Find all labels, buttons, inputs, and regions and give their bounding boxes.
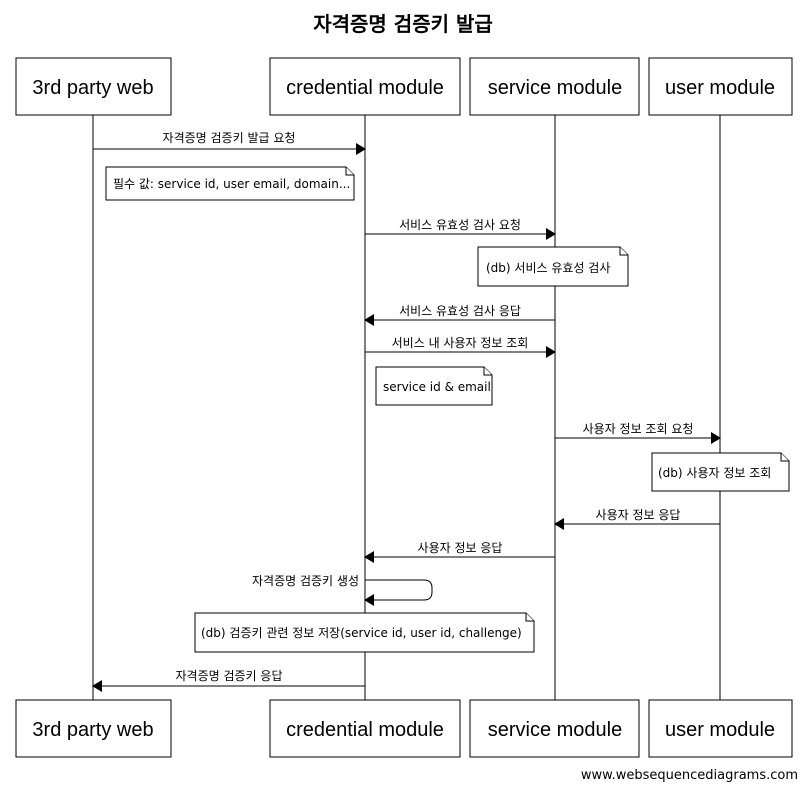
participant-label: credential module — [286, 719, 444, 741]
participant-label: service module — [488, 719, 623, 741]
note-service-id-email: service id & email — [375, 366, 493, 406]
message-user-info-request: 사용자 정보 조회 요청 — [555, 422, 721, 444]
note-text: (db) 사용자 정보 조회 — [658, 466, 771, 480]
note-db-user-lookup: (db) 사용자 정보 조회 — [651, 452, 790, 492]
message-label: 서비스 유효성 검사 요청 — [399, 218, 521, 232]
note-text: 필수 값: service id, user email, domain... — [113, 177, 350, 191]
message-label: 사용자 정보 조회 요청 — [583, 422, 694, 436]
note-db-store-key-info: (db) 검증키 관련 정보 저장(service id, user id, c… — [194, 612, 535, 653]
note-text: (db) 서비스 유효성 검사 — [486, 261, 610, 275]
participant-label: user module — [665, 77, 775, 99]
participant-svc-bottom: service module — [469, 699, 640, 758]
participant-user-bottom: user module — [648, 699, 793, 758]
message-label: 서비스 내 사용자 정보 조회 — [392, 336, 529, 350]
note-db-service-validation: (db) 서비스 유효성 검사 — [477, 246, 629, 287]
participant-cred-top: credential module — [269, 57, 461, 116]
participant-label: service module — [488, 77, 623, 99]
message-label: 사용자 정보 응답 — [596, 508, 681, 522]
participant-user-top: user module — [648, 57, 793, 116]
participant-cred-bottom: credential module — [269, 699, 461, 758]
watermark-link[interactable]: www.websequencediagrams.com — [581, 768, 798, 783]
message-label: 자격증명 검증키 응답 — [176, 669, 283, 683]
participant-svc-top: service module — [469, 57, 640, 116]
message-request-key: 자격증명 검증키 발급 요청 — [93, 131, 366, 155]
diagram-title: 자격증명 검증키 발급 — [313, 12, 493, 36]
message-label: 서비스 유효성 검사 응답 — [399, 304, 521, 318]
message-label: 자격증명 검증키 발급 요청 — [163, 131, 296, 145]
participant-label: 3rd party web — [32, 77, 153, 99]
message-key-response: 자격증명 검증키 응답 — [92, 669, 365, 692]
message-service-validation-response: 서비스 유효성 검사 응답 — [364, 304, 555, 326]
message-label: 자격증명 검증키 생성 — [252, 574, 359, 588]
participant-label: user module — [665, 719, 775, 741]
participant-web-top: 3rd party web — [15, 57, 172, 116]
note-required-values: 필수 값: service id, user email, domain... — [105, 166, 355, 201]
message-label: 사용자 정보 응답 — [418, 541, 503, 555]
message-user-info-response-1: 사용자 정보 응답 — [554, 508, 720, 530]
message-user-info-response-2: 사용자 정보 응답 — [364, 541, 555, 563]
message-user-lookup-in-service: 서비스 내 사용자 정보 조회 — [365, 336, 556, 358]
participant-label: 3rd party web — [32, 719, 153, 741]
note-text: (db) 검증키 관련 정보 저장(service id, user id, c… — [201, 626, 522, 640]
note-text: service id & email — [383, 380, 491, 394]
participant-label: credential module — [286, 77, 444, 99]
message-service-validation-request: 서비스 유효성 검사 요청 — [365, 218, 556, 240]
participant-web-bottom: 3rd party web — [15, 699, 172, 758]
message-generate-key: 자격증명 검증키 생성 — [252, 574, 433, 606]
